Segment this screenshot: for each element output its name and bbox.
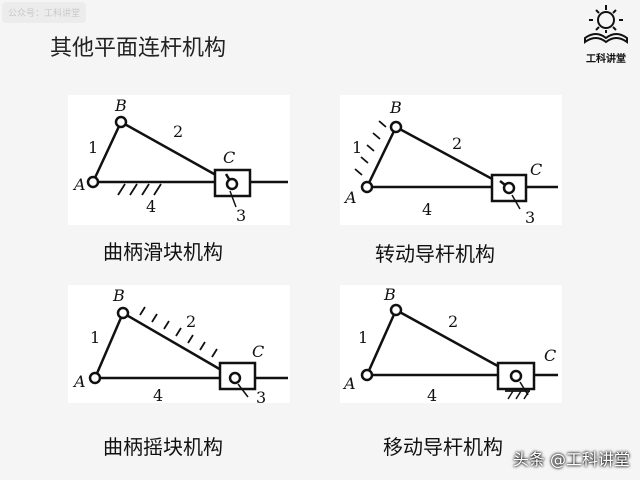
caption-crank-rocker-block: 曲柄摇块机构 — [103, 435, 223, 459]
label-3: 3 — [236, 206, 246, 225]
caption-slider-crank: 曲柄滑块机构 — [103, 240, 223, 264]
caption-rotating-guide-bar: 转动导杆机构 — [375, 242, 495, 266]
gear-book-icon — [584, 5, 628, 44]
page-title: 其他平面连杆机构 — [50, 36, 227, 61]
diagram-crank-rocker-block: A B C 1 2 3 4 — [68, 285, 290, 407]
label-B: B — [112, 286, 125, 305]
diagram-slider-crank: A B C 1 2 3 4 — [68, 95, 290, 225]
label-C: C — [252, 342, 264, 361]
label-C: C — [544, 346, 556, 365]
logo-label: 工科讲堂 — [586, 54, 626, 65]
label-4: 4 — [427, 386, 437, 403]
logo: 工科讲堂 — [574, 2, 638, 66]
label-4: 4 — [146, 197, 156, 216]
label-4: 4 — [153, 386, 163, 403]
label-2: 2 — [186, 312, 196, 331]
label-C: C — [223, 148, 235, 167]
label-B: B — [389, 98, 402, 117]
label-3: 3 — [525, 208, 535, 225]
label-4: 4 — [422, 200, 432, 219]
diagram-rotating-guide-bar: A B C 1 2 3 4 — [340, 95, 562, 227]
label-B: B — [383, 285, 396, 304]
label-1: 1 — [352, 138, 362, 157]
label-1: 1 — [358, 328, 368, 347]
label-A: A — [342, 374, 356, 393]
label-3: 3 — [540, 400, 550, 403]
footer-watermark: 头条 @工科讲堂 — [512, 450, 630, 469]
label-A: A — [72, 372, 86, 391]
label-1: 1 — [88, 138, 98, 157]
label-C: C — [530, 160, 542, 179]
label-1: 1 — [90, 328, 100, 347]
label-2: 2 — [448, 312, 458, 331]
label-B: B — [114, 96, 127, 115]
diagram-moving-guide-bar: A B C 1 2 3 4 — [340, 285, 562, 419]
label-2: 2 — [452, 134, 462, 153]
label-2: 2 — [173, 122, 183, 141]
watermark: 公众号：工科讲堂 — [2, 2, 87, 23]
caption-moving-guide-bar: 移动导杆机构 — [383, 435, 503, 459]
label-3: 3 — [256, 388, 266, 403]
label-A: A — [343, 188, 357, 207]
label-A: A — [72, 175, 86, 194]
